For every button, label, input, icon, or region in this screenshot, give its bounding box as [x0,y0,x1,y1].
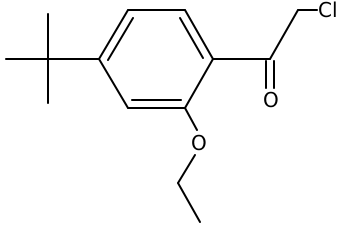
bond-ether-oxygen-to-ch2 [177,154,196,184]
chlorine-atom-label: Cl [318,0,338,22]
ethoxy-group: O [177,107,207,223]
ring-bond-3-inner [179,17,204,59]
ring-bond-4 [184,58,214,109]
bond-carbonyl-to-ch2 [269,9,299,60]
carbonyl-oxygen-atom-label: O [263,88,279,112]
bond-ch2-to-ch3 [177,182,201,223]
ring-bond-1 [98,9,129,60]
chloroacetyl-group: Cl O [212,0,338,112]
ring-bond-3 [184,9,214,60]
ether-oxygen-atom-label: O [191,131,207,155]
tert-butyl-group [5,13,100,104]
chemical-structure-diagram: Cl O O [5,0,338,223]
ring-bond-1-inner [107,17,134,61]
ring-bond-6 [98,58,129,109]
benzene-ring [98,9,214,109]
bond-ring-to-ether-oxygen [184,107,198,131]
